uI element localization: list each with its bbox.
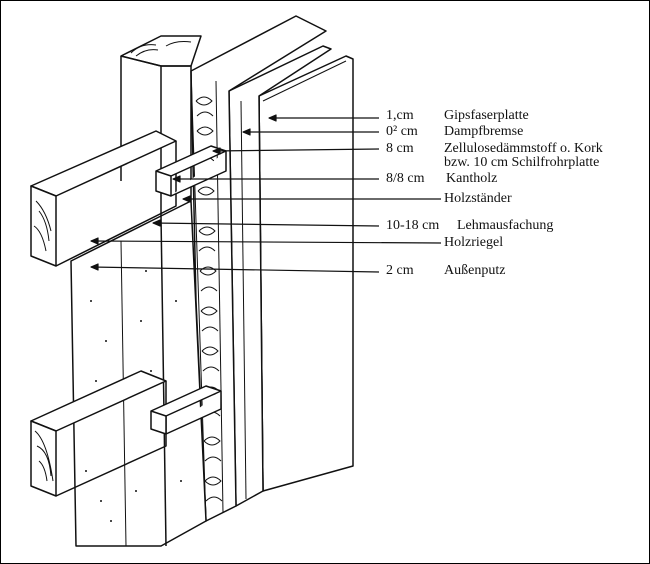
dim-gipsfaserplatte: 1,cm [386, 108, 414, 123]
label-dampfbremse: Dampfbremse [444, 124, 524, 139]
dim-kantholz: 8/8 cm [386, 171, 425, 186]
label-holzstaender: Holzständer [444, 191, 512, 206]
battens [150, 145, 227, 435]
dim-aussenputz: 2 cm [386, 263, 414, 278]
label-aussenputz: Außenputz [444, 263, 506, 278]
dim-daemmstoff: 8 cm [386, 141, 414, 156]
label-daemmstoff-alt: bzw. 10 cm Schilfrohrplatte [444, 155, 600, 170]
label-lehmausfachung: Lehmausfachung [457, 218, 554, 233]
label-daemmstoff: Zellulosedämmstoff o. Kork [444, 141, 603, 156]
timber-beam-lower [30, 370, 167, 497]
label-gipsfaserplatte: Gipsfaserplatte [444, 108, 529, 123]
dim-dampfbremse: 0² cm [386, 124, 418, 139]
leader-arrows [90, 114, 442, 273]
dim-lehmausfachung: 10-18 cm [386, 218, 440, 233]
gypsum-board [258, 55, 354, 492]
label-kantholz: Kantholz [446, 171, 498, 186]
timber-beam-upper [30, 130, 177, 267]
label-holzriegel: Holzriegel [444, 235, 504, 250]
